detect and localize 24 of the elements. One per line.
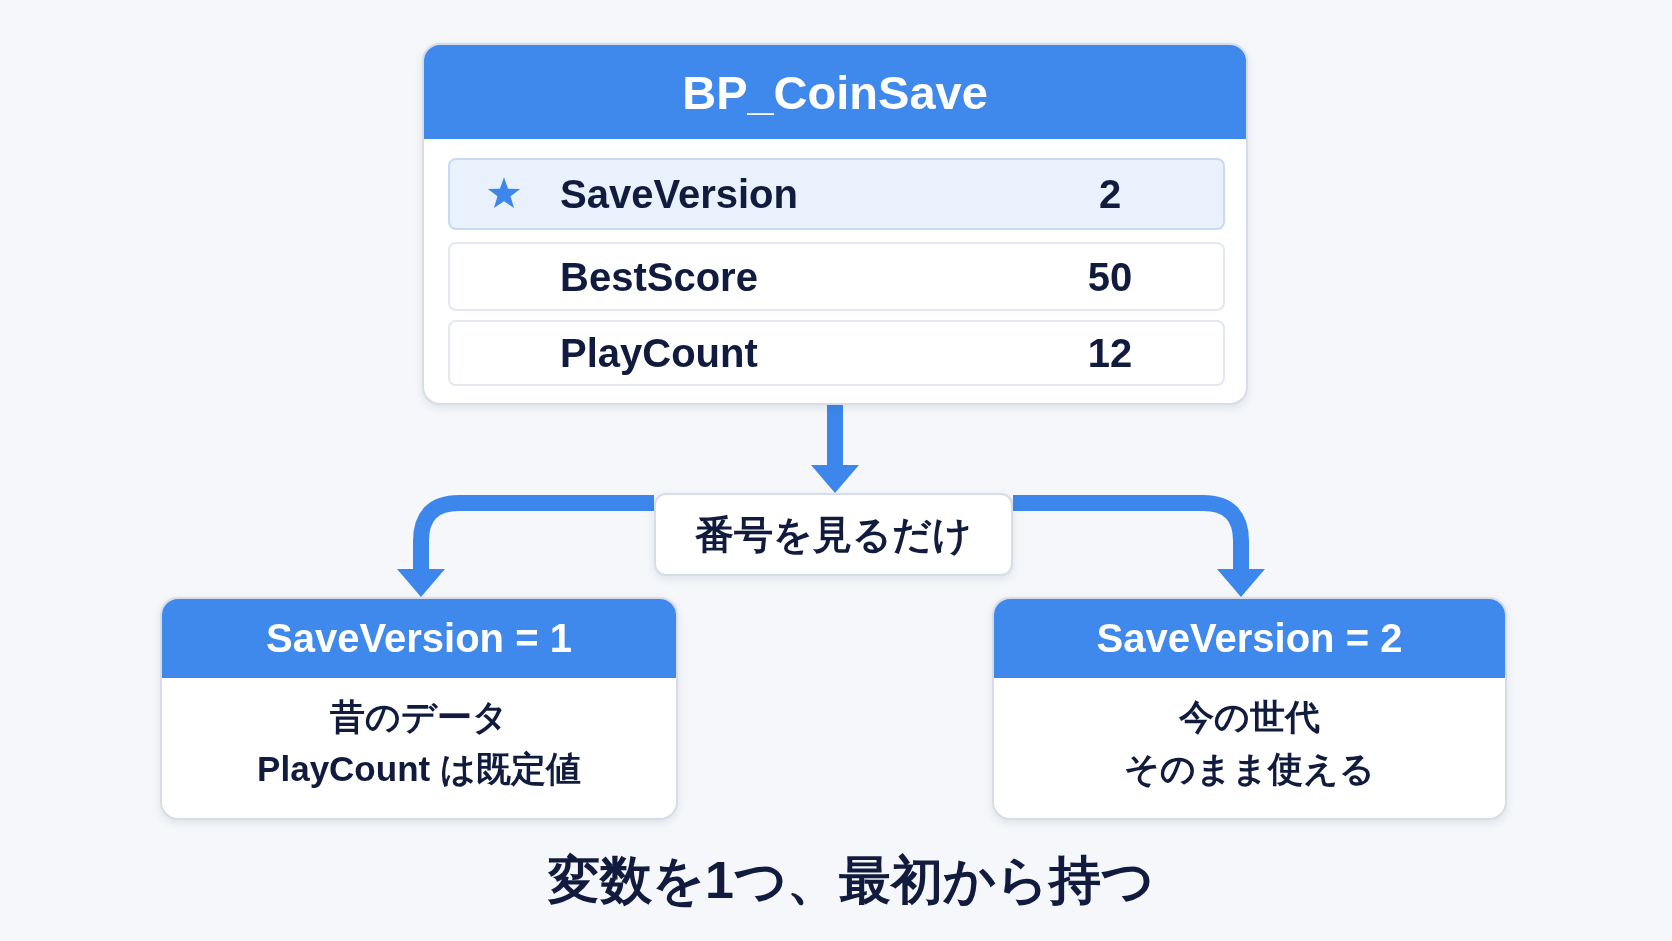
arrow xyxy=(397,495,654,597)
card-header: SaveVersion = 2 xyxy=(994,599,1505,678)
variable-value: 50 xyxy=(1086,253,1134,300)
arrow xyxy=(811,405,859,493)
variable-row xyxy=(448,320,1225,386)
arrow xyxy=(1013,495,1265,597)
body-text: 今の世代 xyxy=(1179,697,1320,737)
card-header: SaveVersion = 1 xyxy=(162,599,676,678)
class-card xyxy=(422,43,1248,405)
variable-value: 12 xyxy=(1086,330,1134,376)
variable-name: PlayCount xyxy=(560,330,758,376)
decision-box: 番号を見るだけ xyxy=(654,493,1013,576)
variable-row xyxy=(448,158,1225,230)
variable-row xyxy=(448,242,1225,311)
variable-name: BestScore xyxy=(560,253,758,300)
caption: 変数を1つ、最初から持つ xyxy=(548,850,1154,910)
body-text: 昔のデータ xyxy=(330,697,508,737)
branch-card xyxy=(160,597,678,820)
variable-name: SaveVersion xyxy=(560,171,798,217)
variable-value: 2 xyxy=(1097,171,1123,217)
body-text: そのまま使える xyxy=(1124,749,1375,789)
body-text: PlayCount は既定値 xyxy=(257,749,581,789)
card-header: BP_CoinSave xyxy=(424,45,1246,139)
branch-card xyxy=(992,597,1507,820)
